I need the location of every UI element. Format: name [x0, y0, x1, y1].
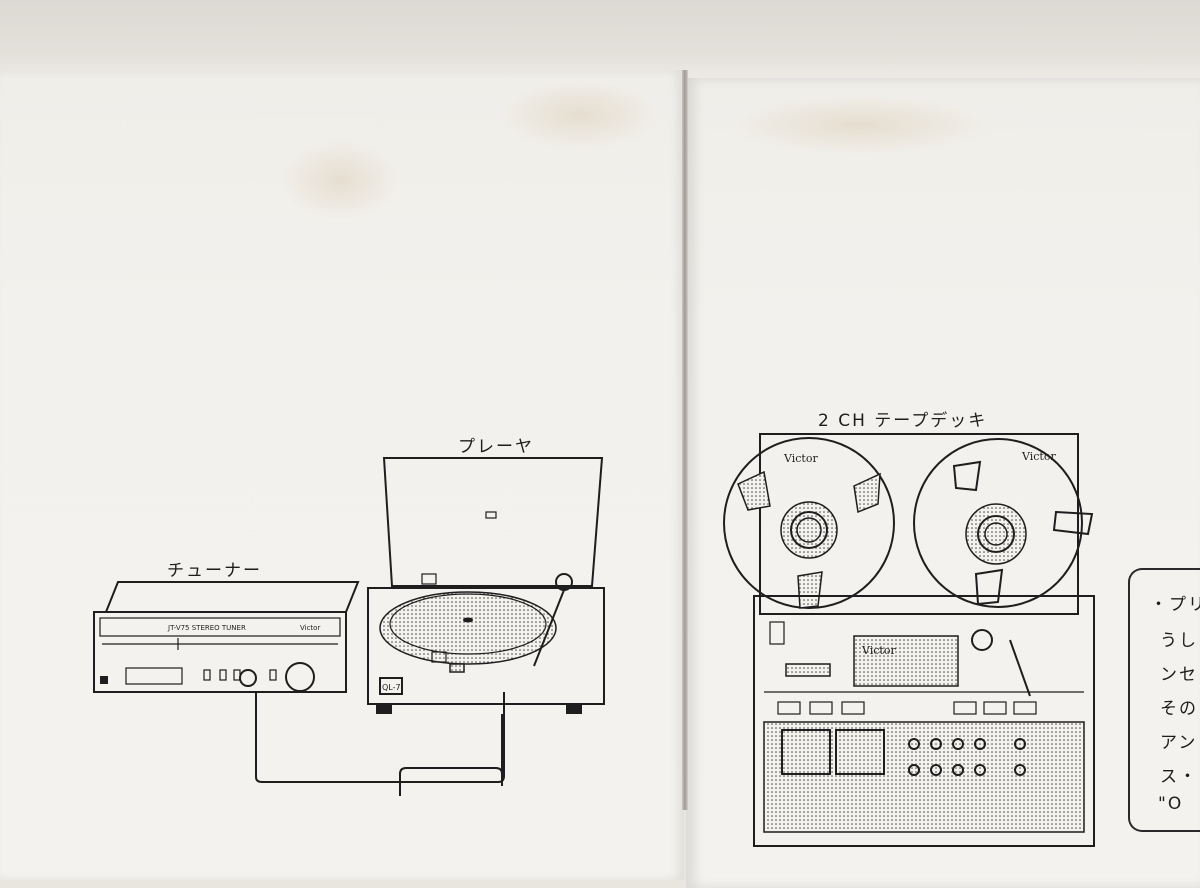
player-label: プレーヤ	[458, 437, 534, 457]
note-line: アン	[1160, 733, 1198, 753]
reel-right-brand-text: Victor	[1021, 450, 1056, 463]
player-badge-text: QL-7	[382, 683, 401, 692]
note-line: ・プリ	[1150, 595, 1200, 615]
note-line: ンセ	[1160, 665, 1198, 685]
tuner-label: チューナー	[167, 561, 262, 581]
tuner-illustration: JT-V75 STEREO TUNER Victor	[93, 581, 505, 783]
note-line: "O	[1158, 794, 1184, 814]
note-line: ス・	[1160, 767, 1198, 787]
player-illustration: QL-7	[367, 457, 605, 796]
note-line: その	[1160, 699, 1198, 719]
tuner-brand-text: Victor	[300, 624, 320, 632]
deck-brand-text: Victor	[861, 644, 896, 657]
tuner-model-text: JT-V75 STEREO TUNER	[167, 624, 246, 632]
background-top-strip	[0, 0, 1200, 80]
stain	[730, 95, 990, 155]
left-page	[0, 70, 684, 880]
stain	[280, 140, 400, 220]
stain	[500, 80, 660, 150]
tape-deck-label: 2 CH テープデッキ	[818, 411, 988, 431]
page-gutter	[682, 70, 688, 810]
note-line: うし	[1160, 631, 1198, 651]
reel-left-brand-text: Victor	[783, 452, 818, 465]
tape-deck-illustration: Victor Victor Victor	[723, 433, 1095, 847]
